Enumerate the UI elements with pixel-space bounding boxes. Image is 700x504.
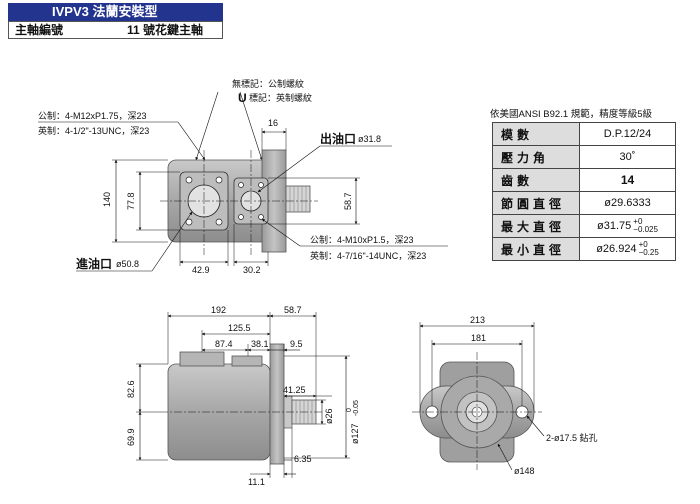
outlet-dia: ø31.8 [358, 134, 381, 144]
spline-spec-table: 模數 D.P.12/24 壓力角 30˚ 齒數 14 節圓直徑 ø29.6333… [492, 122, 676, 261]
dim-192: 192 [211, 305, 226, 315]
shaft-key: 主軸編號 [15, 23, 64, 37]
dim-6-35: 6.35 [294, 454, 312, 464]
table-row: 最大直徑 ø31.75+0−0.025 [492, 214, 676, 238]
spec-key: 最大直徑 [492, 214, 580, 238]
table-row: 最小直徑 ø26.924+0−0.25 [492, 237, 676, 261]
spec-caption: 依美國ANSI B92.1 規範，精度等級5級 [490, 109, 653, 120]
dim-16: 16 [268, 118, 278, 128]
spec-tolerance: +0−0.025 [633, 218, 658, 234]
dim-11-1: 11.1 [248, 477, 265, 487]
spec-key: 最小直徑 [492, 237, 580, 261]
dim-127: ø127 [350, 423, 360, 444]
inlet-metric-note: 公制：4-M12xP1.75，深23 [38, 110, 147, 121]
spec-value: 30˚ [579, 145, 676, 169]
dim-140: 140 [102, 192, 112, 207]
dim-58-7-top: 58.7 [343, 192, 353, 210]
table-row: 壓力角 30˚ [492, 145, 676, 169]
dim-181: 181 [471, 333, 486, 343]
dim-87-4: 87.4 [215, 339, 233, 349]
inlet-imperial-note: 英制：4-1/2"-13UNC，深23 [38, 125, 149, 136]
tol-dn: −0.25 [638, 248, 659, 257]
tol-dn: −0.025 [633, 225, 658, 234]
dim-58-7-side: 58.7 [284, 305, 302, 315]
title-bar: IVPV3 法蘭安裝型 [8, 3, 223, 21]
shaft-value: 11 號花鍵主軸 [127, 23, 204, 37]
spec-value: ø31.75 [597, 219, 632, 232]
shaft-row: 主軸編號 11 號花鍵主軸 [8, 21, 223, 39]
dim-127-tol-up: 0 [346, 408, 353, 412]
dim-42-9: 42.9 [192, 265, 210, 275]
spec-value-cell: ø31.75+0−0.025 [579, 214, 676, 238]
dim-41-25: 41.25 [283, 385, 306, 395]
spec-value: 14 [579, 168, 676, 192]
legend-u-letter: U [238, 91, 247, 105]
dim-69-9: 69.9 [126, 428, 136, 446]
dim-213: 213 [470, 315, 485, 325]
spec-value: ø29.6333 [579, 191, 676, 215]
dim-26: ø26 [324, 408, 334, 424]
spec-value-cell: ø26.924+0−0.25 [579, 237, 676, 261]
outlet-metric-note: 公制：4-M10xP1.5，深23 [310, 234, 414, 245]
dim-127-tol-dn: -0.05 [353, 400, 360, 416]
dim-77-8: 77.8 [126, 192, 136, 210]
outlet-label: 出油口 [320, 131, 356, 146]
hole-label: 2-ø17.5 鉆孔 [546, 432, 598, 443]
legend-u-mark: 標記：英制螺紋 [249, 92, 312, 103]
mounting-flange-side [269, 343, 285, 465]
spec-key: 壓力角 [492, 145, 580, 169]
dim-82-6: 82.6 [126, 380, 136, 398]
spec-value: ø26.924 [596, 242, 637, 255]
spec-key: 模數 [492, 122, 580, 146]
table-row: 模數 D.P.12/24 [492, 122, 676, 146]
table-row: 節圓直徑 ø29.6333 [492, 191, 676, 215]
spec-value: D.P.12/24 [579, 122, 676, 146]
table-row: 齒數 14 [492, 168, 676, 192]
front-view: 213 181 2-ø17.5 鉆孔 ø148 [412, 315, 598, 476]
side-view: 192 58.7 125.5 87.4 38.1 9.5 41.25 82.6 … [126, 305, 360, 487]
inlet-label: 進油口 [76, 256, 112, 271]
spec-tolerance: +0−0.25 [639, 241, 659, 257]
dim-125-5: 125.5 [228, 323, 251, 333]
spec-key: 齒數 [492, 168, 580, 192]
legend-no-mark: 無標記：公制螺紋 [232, 78, 304, 89]
page-title: IVPV3 法蘭安裝型 [52, 4, 158, 19]
dim-9-5: 9.5 [290, 339, 303, 349]
outlet-imperial-note: 英制：4-7/16"-14UNC，深23 [310, 250, 426, 261]
dim-30-2: 30.2 [243, 265, 261, 275]
dim-38-1: 38.1 [251, 339, 269, 349]
tol-up: +0 [638, 240, 648, 249]
spec-key: 節圓直徑 [492, 191, 580, 215]
tol-up: +0 [633, 217, 643, 226]
top-view: 無標記：公制螺紋 U 標記：英制螺紋 公制：4-M12xP1.75，深23 英制… [38, 78, 448, 275]
inlet-dia: ø50.8 [116, 259, 139, 269]
dim-148: ø148 [514, 466, 535, 476]
